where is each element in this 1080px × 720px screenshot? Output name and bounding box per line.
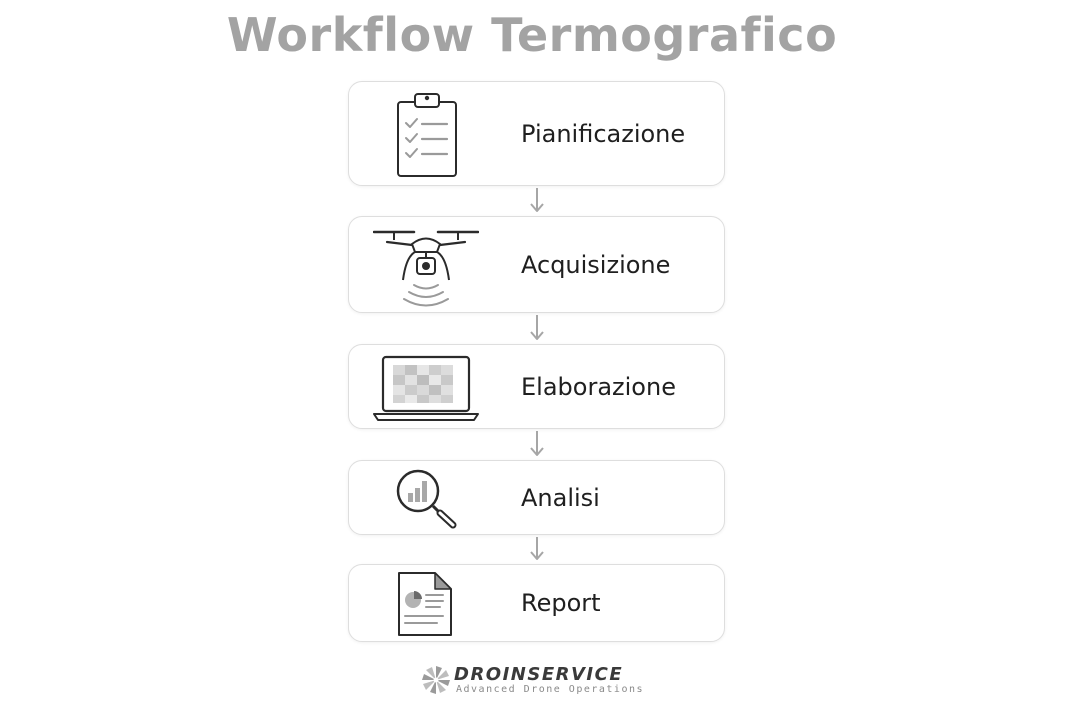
drone-propeller-logo-icon [422, 666, 450, 694]
magnifier-chart-icon [396, 469, 457, 529]
flow-arrow-icon [530, 188, 544, 212]
flow-arrow-icon [530, 431, 544, 456]
step-label: Pianificazione [521, 119, 686, 148]
clipboard-checklist-icon [397, 93, 457, 177]
workflow-step-planning: Pianificazione [348, 81, 725, 186]
step-label: Elaborazione [521, 372, 676, 401]
workflow-step-analysis: Analisi [348, 460, 725, 535]
thermal-drone-icon [373, 230, 479, 307]
flow-arrow-icon [530, 315, 544, 340]
diagram-title: Workflow Termografico [226, 8, 838, 62]
step-label: Report [521, 589, 601, 617]
flow-arrow-icon [530, 537, 544, 560]
workflow-step-processing: Elaborazione [348, 344, 725, 429]
brand-logo: DROINSERVICE Advanced Drone Operations [420, 664, 670, 698]
brand-tagline: Advanced Drone Operations [456, 684, 645, 695]
step-label: Analisi [521, 483, 600, 512]
workflow-step-acquisition: Acquisizione [348, 216, 725, 313]
laptop-thermal-map-icon [373, 355, 479, 421]
step-label: Acquisizione [521, 250, 671, 279]
workflow-step-report: Report [348, 564, 725, 642]
report-document-icon [398, 572, 452, 636]
brand-name: DROINSERVICE [454, 664, 624, 685]
